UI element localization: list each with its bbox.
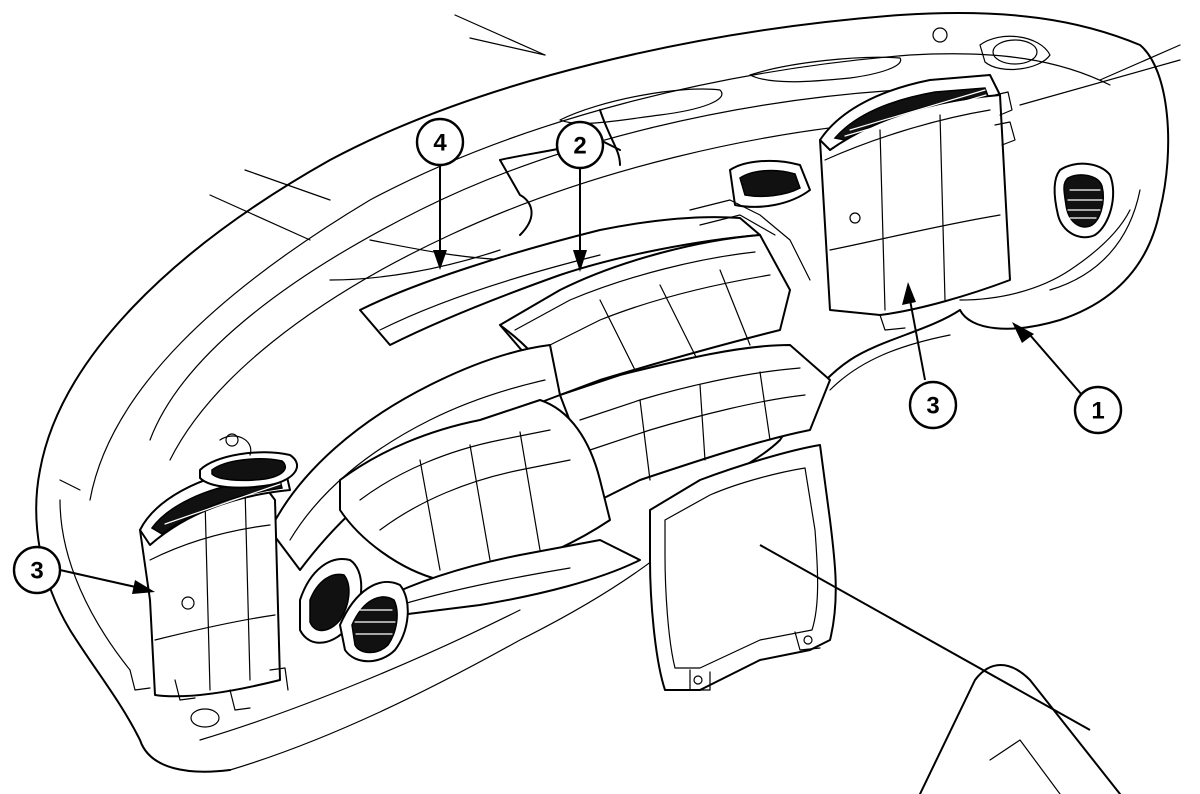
callout-2: 2	[555, 120, 605, 170]
central-duct-assembly	[269, 109, 831, 616]
callout-4: 4	[415, 117, 465, 167]
callout-3-right-label: 3	[926, 393, 939, 420]
callout-4-label: 4	[433, 130, 447, 157]
right-side-duct	[689, 74, 1016, 331]
center-vents	[299, 558, 409, 663]
callout-1-label: 1	[1091, 398, 1104, 425]
callout-leaders	[59, 165, 1091, 731]
instrument-panel	[35, 12, 1181, 794]
callout-3-right: 3	[908, 380, 958, 430]
callout-1: 1	[1073, 385, 1123, 435]
left-side-duct	[129, 433, 298, 728]
callout-3-left-label: 3	[30, 558, 43, 585]
callout-2-label: 2	[573, 133, 586, 160]
callout-3-left: 3	[12, 545, 62, 595]
glove-box	[649, 444, 837, 691]
